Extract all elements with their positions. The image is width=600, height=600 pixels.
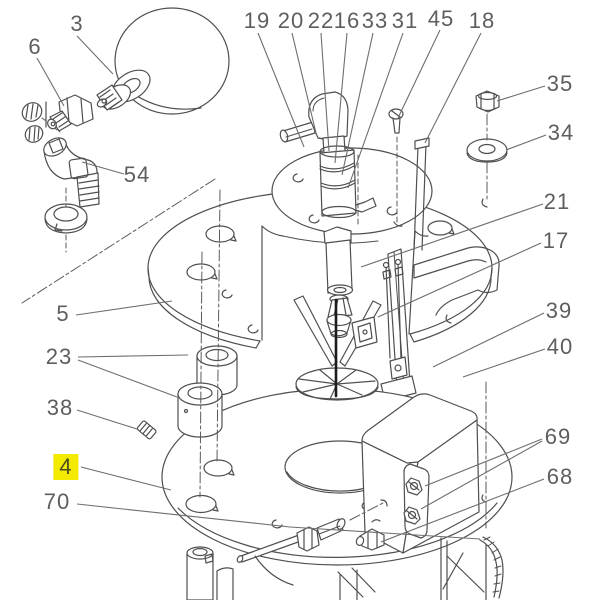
- callout-21: 21: [543, 189, 571, 214]
- callout-40: 40: [546, 334, 574, 359]
- callout-31: 31: [391, 8, 419, 33]
- callout-18: 18: [468, 8, 496, 33]
- flex-conduit-part: [483, 537, 503, 598]
- callout-23: 23: [45, 344, 73, 369]
- callout-38: 38: [46, 395, 74, 420]
- spacer-group: [137, 190, 237, 497]
- callout-39: 39: [545, 298, 573, 323]
- spacer-lower-part: [178, 394, 222, 437]
- dome-and-fittings: [19, 8, 229, 303]
- junction-box-part: [350, 394, 479, 553]
- callout-5: 5: [56, 301, 70, 326]
- top-plate-assembly: [272, 92, 432, 250]
- nut-part: [476, 91, 499, 112]
- callout-22: 22: [307, 8, 335, 33]
- callout-4-highlighted: 4: [53, 454, 79, 480]
- callout-45: 45: [427, 6, 455, 31]
- fitting-68-part: [360, 529, 384, 550]
- callout-70: 70: [43, 489, 71, 514]
- callout-35: 35: [546, 71, 574, 96]
- callout-19: 19: [243, 8, 271, 33]
- baffle-tray-assembly: [294, 296, 381, 400]
- callout-34: 34: [547, 120, 575, 145]
- callout-16: 16: [333, 8, 361, 33]
- callout-6: 6: [28, 34, 42, 59]
- pin-38-part: [137, 420, 157, 439]
- oil-line-assembly: [236, 518, 346, 564]
- callout-69: 69: [544, 424, 572, 449]
- callout-20: 20: [277, 8, 305, 33]
- upper-disc-part: [148, 191, 492, 348]
- callout-17: 17: [542, 228, 570, 253]
- callout-68: 68: [546, 464, 574, 489]
- callout-33: 33: [361, 8, 389, 33]
- callout-54: 54: [123, 162, 151, 187]
- callout-3: 3: [70, 11, 84, 36]
- leader-lines: [37, 30, 546, 542]
- dome-part: [115, 8, 229, 114]
- center-column-assembly: [324, 227, 353, 338]
- washer-part: [467, 139, 507, 161]
- nut-washer-group: [467, 91, 507, 207]
- legs-and-conduit: [187, 382, 503, 600]
- damper-strip-part: [414, 247, 499, 315]
